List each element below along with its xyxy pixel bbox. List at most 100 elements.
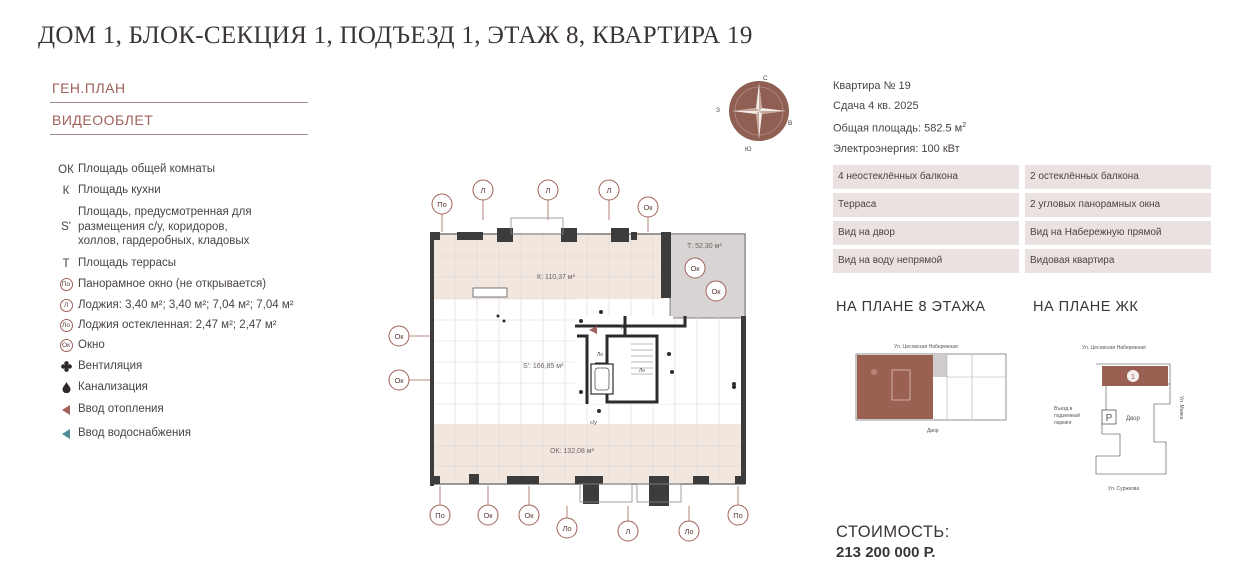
genplan-label: ГЕН.ПЛАН (52, 80, 126, 96)
legend-po-text: Панорамное окно (не открывается) (78, 278, 267, 290)
marker-lo-2: Ло (678, 520, 700, 542)
marker-l-3: Л (598, 179, 620, 201)
compass-east: В (788, 120, 792, 127)
legend-k: К Площадь кухни (56, 183, 161, 198)
genplan-link[interactable]: ГЕН.ПЛАН (50, 76, 308, 103)
legend-l: Л Лоджия: 3,40 м²; 3,40 м²; 7,04 м²; 7,0… (56, 298, 294, 313)
legend-s-abbr: S' (61, 220, 71, 233)
floor-mini-map[interactable]: Ул. Цесовская Набережная Двор (852, 340, 1010, 436)
parking-label-3: паркинг (1054, 420, 1072, 426)
compass-west: З (716, 107, 720, 114)
water-inlet-icon (56, 426, 76, 441)
heating-inlet-icon (56, 402, 76, 417)
marker-l-4: Л (617, 520, 639, 542)
compass: С Ю З В (716, 75, 792, 153)
feature-tile: Вид на воду непрямой (833, 249, 1019, 273)
feature-tile: 4 неостеклённых балкона (833, 165, 1019, 189)
total-area-value: Общая площадь: 582.5 м (833, 122, 963, 135)
svg-text:По: По (733, 511, 743, 520)
marker-ok-4: Ок (388, 325, 410, 347)
video-flyover-link[interactable]: ВИДЕООБЛЕТ (50, 108, 308, 135)
legend-s: S' Площадь, предусмотренная для размещен… (56, 205, 252, 249)
loggia-icon: Л (59, 299, 73, 312)
panoramic-window-icon: По (59, 278, 73, 291)
living-room-zone (433, 424, 744, 483)
svg-text:По: По (437, 200, 447, 209)
price-value: 213 200 000 Р. (836, 544, 936, 561)
legend-k-text: Площадь кухни (78, 184, 161, 196)
apartment-number: Квартира № 19 (833, 80, 911, 92)
kitchen-zone (433, 235, 664, 299)
legend-lo: Ло Лоджия остекленная: 2,47 м²; 2,47 м² (56, 318, 277, 333)
compass-south: Ю (745, 146, 752, 153)
legend-k-abbr: К (62, 184, 70, 197)
svg-text:Л: Л (481, 186, 486, 195)
feature-tile: Видовая квартира (1025, 249, 1211, 273)
marker-ok-1: Ок (637, 196, 659, 218)
marker-leaders (409, 200, 739, 521)
terrace-zone (669, 233, 746, 319)
floor-yard-label: Двор (927, 428, 939, 434)
total-area: Общая площадь: 582.5 м2 (833, 116, 966, 139)
complex-plan-heading: НА ПЛАНЕ ЖК (1033, 299, 1139, 315)
legend-kanal: Канализация (56, 380, 148, 395)
floor-street-label: Ул. Цесовская Набережная (894, 344, 958, 350)
legend-ok-abbr: ОК (58, 163, 74, 176)
marker-l-2: Л (537, 179, 559, 201)
electric-power: Электроэнергия: 100 кВт (833, 142, 960, 155)
legend-water-text: Ввод водоснабжения (78, 427, 191, 439)
legend-lo-text: Лоджия остекленная: 2,47 м²; 2,47 м² (78, 319, 277, 331)
svg-text:Ок: Ок (483, 511, 493, 520)
legend-t-abbr: Т (62, 257, 70, 270)
svg-text:Ок: Ок (643, 203, 653, 212)
feature-tile: Терраса (833, 193, 1019, 217)
complex-mini-map[interactable]: Ул. Цесовская Набережная 1 P Въезд в под… (1046, 334, 1206, 496)
legend-s-line1: Площадь, предусмотренная для (78, 206, 252, 218)
svg-text:Ок: Ок (690, 264, 700, 273)
marker-lo-1: Ло (556, 517, 578, 539)
svg-text:Ок: Ок (394, 376, 404, 385)
marker-ok-3: Ок (705, 280, 727, 302)
video-flyover-label: ВИДЕООБЛЕТ (52, 112, 154, 128)
legend-heat-text: Ввод отопления (78, 403, 164, 415)
complex-yard-label: Двор (1126, 416, 1141, 422)
legend-kanal-text: Канализация (78, 381, 148, 393)
window-markers: По Л Л Л Ок Ок Ок Ок Ок По Ок Ок Ло Л Ло… (388, 179, 749, 542)
svg-text:По: По (435, 511, 445, 520)
complex-street-right: Ул. Маяка (1178, 396, 1184, 420)
legend-s-line2: размещения с/у, коридоров, (78, 220, 228, 233)
bathtub (590, 363, 614, 395)
legend-heat: Ввод отопления (56, 402, 164, 417)
parking-sign-icon (1101, 409, 1117, 425)
legend-water: Ввод водоснабжения (56, 426, 191, 441)
svg-text:Ок: Ок (711, 287, 721, 296)
window-icon: Ок (59, 339, 73, 352)
legend-vent-text: Вентиляция (78, 360, 143, 372)
ventilation-markers (496, 310, 736, 413)
legend-po: По Панорамное окно (не открывается) (56, 277, 266, 292)
svg-text:Л: Л (546, 186, 551, 195)
loggia-small-label-1: Ло (597, 352, 603, 358)
balconies (510, 217, 682, 503)
svg-text:Ло: Ло (562, 524, 571, 533)
loggia-small-label-2: Ло (639, 368, 645, 374)
s-area-label: S': 166,85 м² (523, 363, 564, 370)
heating-inlet-marker (589, 326, 597, 334)
compass-rose-icon (732, 83, 786, 139)
marker-po-3: По (727, 504, 749, 526)
legend-ok: ОК Площадь общей комнаты (56, 162, 215, 177)
compass-north: С (763, 75, 768, 82)
apartment-info: Квартира № 19 Сдача 4 кв. 2025 Общая пло… (833, 76, 966, 159)
bathroom-label: с/у (590, 420, 597, 426)
kitchen-small-label: К (621, 325, 625, 331)
svg-text:Ок: Ок (394, 332, 404, 341)
legend-t-text: Площадь террасы (78, 257, 176, 269)
parking-sign-letter: P (1106, 413, 1113, 424)
legend-s-text: Площадь, предусмотренная для размещения … (78, 205, 252, 249)
marker-ok-6: Ок (477, 504, 499, 526)
legend-okno-text: Окно (78, 339, 105, 351)
marker-ok-5: Ок (388, 369, 410, 391)
legend-t: Т Площадь террасы (56, 256, 176, 271)
structural-columns (430, 228, 746, 506)
legend-s-line3: холлов, гардеробных, кладовых (78, 235, 250, 247)
